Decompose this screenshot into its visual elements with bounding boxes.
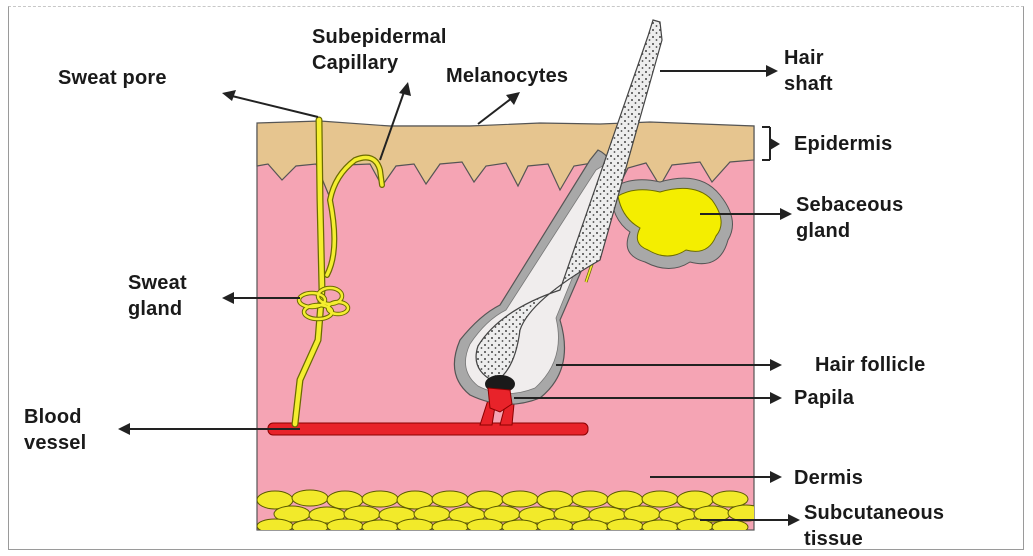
label-subcutaneous-line2: tissue [804, 526, 944, 552]
label-sebaceous-line2: gland [796, 218, 903, 244]
subcutaneous-fat [257, 490, 764, 534]
label-subepidermal-capillary: Subepidermal Capillary [312, 24, 447, 76]
arrow-melanocytes [478, 92, 520, 124]
label-subcutaneous-line1: Subcutaneous [804, 500, 944, 526]
label-sebaceous-gland: Sebaceous gland [796, 192, 903, 244]
arrow-hair-shaft [660, 65, 778, 77]
label-epidermis: Epidermis [794, 131, 893, 157]
label-dermis: Dermis [794, 465, 863, 491]
label-blood-vessel-line1: Blood [24, 404, 86, 430]
label-hair-shaft: Hair shaft [784, 45, 833, 97]
label-sweat-gland: Sweat gland [128, 270, 187, 322]
label-subepidermal-line1: Subepidermal [312, 24, 447, 50]
label-subcutaneous-tissue: Subcutaneous tissue [804, 500, 944, 552]
arrow-sweat-pore [222, 90, 318, 117]
label-hair-shaft-line1: Hair [784, 45, 833, 71]
label-melanocytes: Melanocytes [446, 63, 568, 89]
label-hair-follicle: Hair follicle [815, 352, 925, 378]
label-blood-vessel-line2: vessel [24, 430, 86, 456]
label-sweat-gland-line2: gland [128, 296, 187, 322]
label-hair-shaft-line2: shaft [784, 71, 833, 97]
label-papila: Papila [794, 385, 854, 411]
label-sweat-gland-line1: Sweat [128, 270, 187, 296]
label-sweat-pore: Sweat pore [58, 65, 167, 91]
label-blood-vessel: Blood vessel [24, 404, 86, 456]
label-sebaceous-line1: Sebaceous [796, 192, 903, 218]
epidermis-bracket [762, 127, 780, 160]
label-subepidermal-line2: Capillary [312, 50, 447, 76]
